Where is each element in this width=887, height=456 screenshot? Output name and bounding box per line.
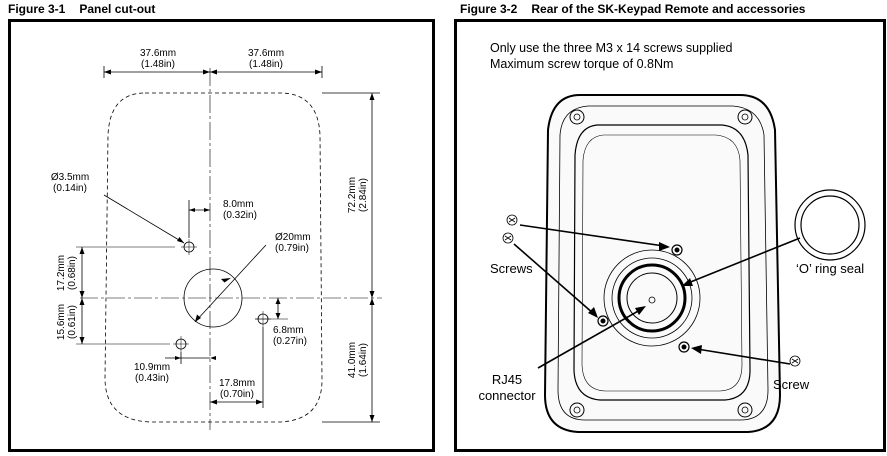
rj45-connector bbox=[617, 263, 687, 333]
dim-width-right-mm: 37.6mm bbox=[248, 48, 284, 59]
figure-3-1-caption: Figure 3-1 Panel cut-out bbox=[8, 2, 155, 16]
corner-boss-bl bbox=[569, 402, 585, 418]
large-hole bbox=[183, 268, 243, 328]
dim-small-hole-in: (0.14in) bbox=[53, 183, 87, 194]
dim-small-hole-mm: Ø3.5mm bbox=[51, 172, 89, 183]
dim-width-left-mm: 37.6mm bbox=[140, 48, 176, 59]
dim-15-6-in: (0.61in) bbox=[67, 305, 78, 339]
figure-number: Figure 3-2 bbox=[460, 2, 518, 16]
figure-title: Panel cut-out bbox=[79, 2, 156, 16]
corner-boss-br bbox=[737, 402, 753, 418]
label-rj45: RJ45 bbox=[492, 372, 522, 387]
keypad-outline bbox=[104, 92, 323, 423]
dim-offset-8-in: (0.32in) bbox=[223, 210, 257, 221]
dim-6-8-mm: 6.8mm bbox=[273, 325, 304, 336]
dim-large-hole-mm: Ø20mm bbox=[275, 232, 311, 243]
figure-3-2-caption: Figure 3-2 Rear of the SK-Keypad Remote a… bbox=[460, 2, 805, 16]
label-screw: Screw bbox=[773, 377, 810, 392]
loose-screw-3 bbox=[789, 355, 801, 367]
keypad-body bbox=[543, 94, 782, 433]
dim-41-0-mm: 41.0mm bbox=[347, 342, 358, 378]
dim-offset-8-mm: 8.0mm bbox=[223, 199, 254, 210]
note-screws: Only use the three M3 x 14 screws suppli… bbox=[490, 41, 733, 55]
screw-hole-top bbox=[671, 244, 683, 256]
dim-17-2-in: (0.68in) bbox=[67, 256, 78, 290]
rj45-housing-outer bbox=[603, 249, 701, 347]
dim-10-9-mm: 10.9mm bbox=[134, 362, 170, 373]
dim-width-right-in: (1.48in) bbox=[249, 59, 283, 70]
note-torque: Maximum screw torque of 0.8Nm bbox=[490, 57, 673, 71]
panel-cutout-drawing: 37.6mm (1.48in) 37.6mm (1.48in) Ø3.5mm (… bbox=[51, 48, 382, 430]
dim-72-2-in: (2.84in) bbox=[358, 178, 369, 212]
screw-hole-bottom-right bbox=[678, 341, 690, 353]
o-ring-seal bbox=[794, 189, 866, 261]
figure-title: Rear of the SK-Keypad Remote and accesso… bbox=[531, 2, 806, 16]
label-screws: Screws bbox=[490, 261, 533, 276]
loose-screw-2 bbox=[502, 232, 514, 244]
corner-boss-tl bbox=[569, 109, 585, 125]
dim-large-hole-in: (0.79in) bbox=[275, 243, 309, 254]
label-connector: connector bbox=[478, 388, 536, 403]
keypad-rear-figure: Only use the three M3 x 14 screws suppli… bbox=[454, 19, 886, 452]
dim-17-2-mm: 17.2mm bbox=[56, 255, 67, 291]
loose-screw-1 bbox=[506, 214, 518, 226]
screw-hole-left bbox=[597, 315, 609, 327]
dim-72-2-mm: 72.2mm bbox=[347, 177, 358, 213]
label-o-ring-seal: ‘O’ ring seal bbox=[796, 261, 864, 276]
dim-width-left-in: (1.48in) bbox=[141, 59, 175, 70]
panel-cutout-figure: 37.6mm (1.48in) 37.6mm (1.48in) Ø3.5mm (… bbox=[8, 19, 435, 452]
dim-41-0-in: (1.64in) bbox=[358, 343, 369, 377]
dim-6-8-in: (0.27in) bbox=[273, 336, 307, 347]
dim-15-6-mm: 15.6mm bbox=[56, 304, 67, 340]
figure-number: Figure 3-1 bbox=[8, 2, 66, 16]
dim-10-9-in: (0.43in) bbox=[135, 373, 169, 384]
keypad-rear-drawing: Only use the three M3 x 14 screws suppli… bbox=[478, 41, 866, 433]
dim-17-8-mm: 17.8mm bbox=[219, 378, 255, 389]
corner-boss-tr bbox=[737, 109, 753, 125]
dim-17-8-in: (0.70in) bbox=[220, 389, 254, 400]
